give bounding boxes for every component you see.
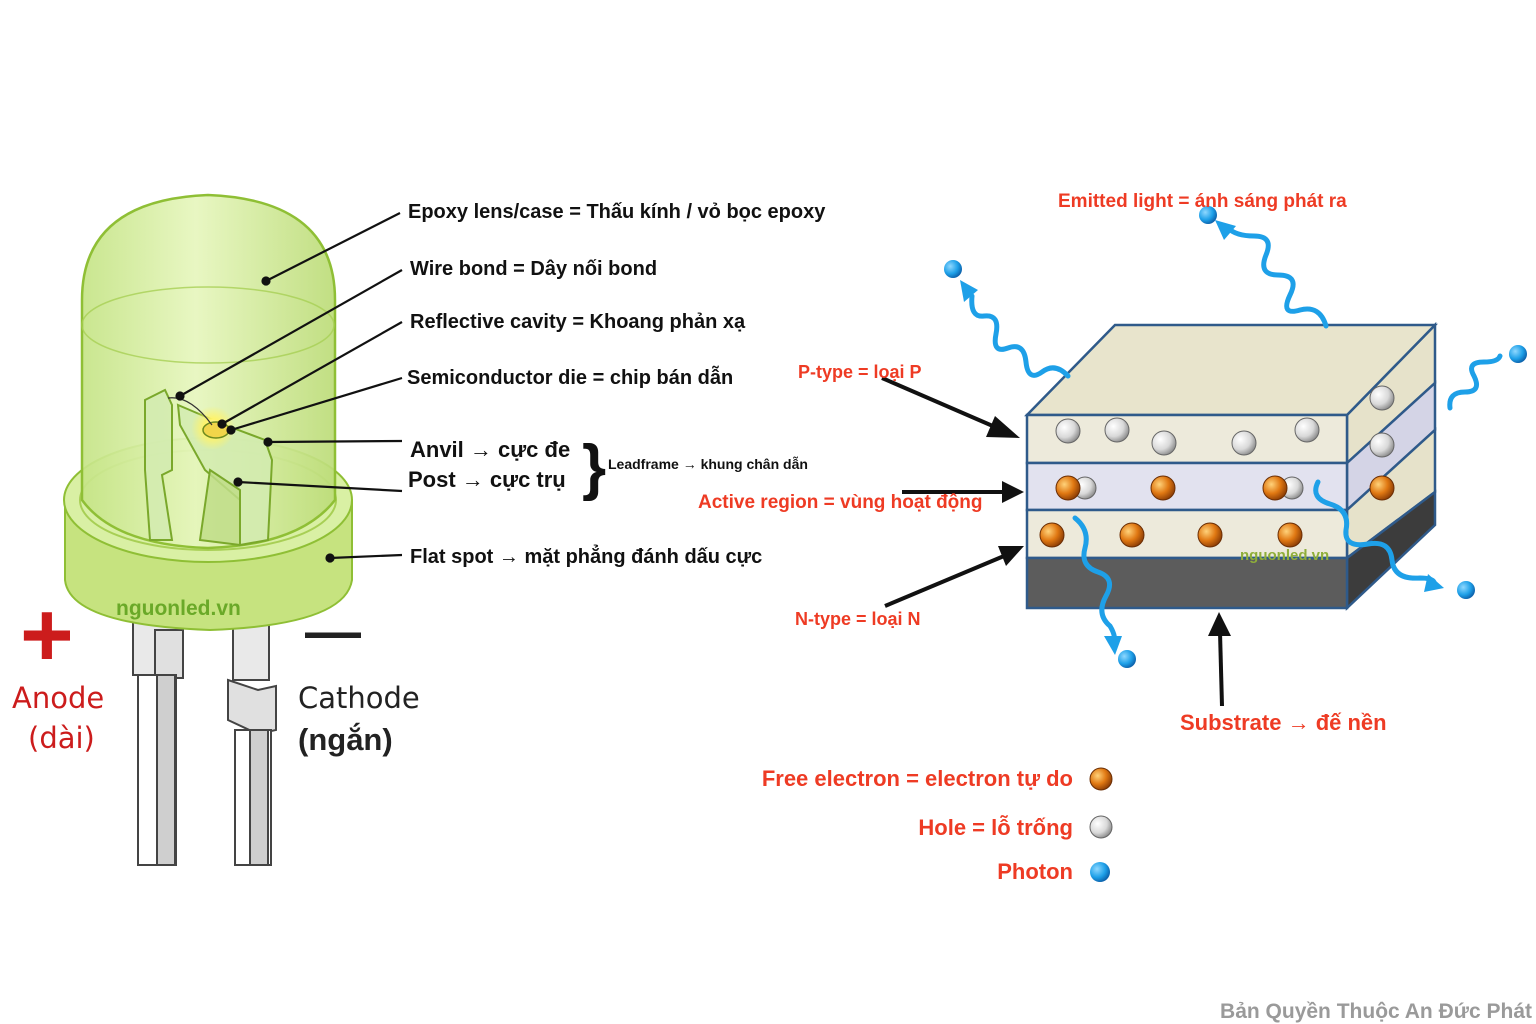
label-wire-bond: Wire bond = Dây nối bond xyxy=(410,258,657,280)
p-type-layer xyxy=(1025,413,1349,465)
chip-cross-section: Emitted light = ánh sáng phát ra P-type … xyxy=(698,191,1527,735)
photon-icon xyxy=(1118,650,1136,668)
legend: Free electron = electron tự do Hole = lỗ… xyxy=(762,766,1113,884)
anode-lead xyxy=(132,599,184,866)
label-semiconductor-die: Semiconductor die = chip bán dẫn xyxy=(407,365,733,389)
label-emitted-light: Emitted light = ánh sáng phát ra xyxy=(1058,191,1347,212)
anode-title: Anode xyxy=(12,681,104,715)
anvil-inner xyxy=(198,468,241,547)
dome-inner-ellipse xyxy=(81,286,335,364)
label-epoxy: Epoxy lens/case = Thấu kính / vỏ bọc epo… xyxy=(408,201,826,223)
cathode-sign: — xyxy=(305,599,361,662)
cathode-lead xyxy=(227,599,277,866)
label-anvil: Anvil → cực đe xyxy=(410,437,570,462)
label-flat-spot: Flat spot → mặt phẳng đánh dấu cực xyxy=(410,544,762,568)
hole-icon xyxy=(1104,417,1130,443)
cathode-title: Cathode xyxy=(298,681,420,715)
hole-icon xyxy=(1369,432,1395,458)
label-reflective-cavity: Reflective cavity = Khoang phản xạ xyxy=(410,311,746,333)
hole-icon xyxy=(1294,417,1320,443)
hole-icon xyxy=(1151,430,1177,456)
electrons xyxy=(1039,475,1395,548)
photon-icon xyxy=(1199,206,1217,224)
led-package: Epoxy lens/case = Thấu kính / vỏ bọc epo… xyxy=(12,193,826,866)
photon-icon xyxy=(944,260,962,278)
electron-icon xyxy=(1119,522,1145,548)
electron-icon xyxy=(1089,767,1113,791)
label-p-type: P-type = loại P xyxy=(798,362,922,382)
chip-pointer-arrows xyxy=(881,376,1231,707)
substrate-layer xyxy=(1025,556,1349,610)
leadframe-brace: } xyxy=(582,433,606,502)
electron-icon xyxy=(1369,475,1395,501)
hole-icon xyxy=(1055,418,1081,444)
hole-icon xyxy=(1231,430,1257,456)
label-active-region: Active region = vùng hoạt động xyxy=(698,492,983,513)
photon-icon xyxy=(1090,862,1110,882)
led-watermark: nguonled.vn xyxy=(116,597,241,620)
hole-icon xyxy=(1369,385,1395,411)
photon-arrowheads xyxy=(960,220,1444,655)
copyright-watermark: Bản Quyền Thuộc An Đức Phát xyxy=(1220,1000,1532,1023)
emitted-photons xyxy=(944,206,1527,668)
hole-icon xyxy=(1089,815,1113,839)
photon-icon xyxy=(1457,581,1475,599)
electron-icon xyxy=(1055,475,1081,501)
electron-icon xyxy=(1039,522,1065,548)
label-substrate: Substrate → đế nền xyxy=(1180,710,1387,735)
post xyxy=(144,388,174,541)
legend-hole-label: Hole = lỗ trống xyxy=(918,815,1073,840)
chip-watermark: nguonled.vn xyxy=(1240,547,1329,564)
label-post: Post → cực trụ xyxy=(408,467,566,492)
photon-icon xyxy=(1509,345,1527,363)
led-pointer-lines xyxy=(175,212,403,563)
electron-icon xyxy=(1277,522,1303,548)
photon-waves xyxy=(969,225,1503,645)
electron-icon xyxy=(1197,522,1223,548)
legend-photon-label: Photon xyxy=(997,859,1073,884)
cathode-note: (ngắn) xyxy=(298,721,393,757)
anode-note: (dài) xyxy=(28,721,95,755)
electron-icon xyxy=(1150,475,1176,501)
electron-icon xyxy=(1262,475,1288,501)
legend-electron-label: Free electron = electron tự do xyxy=(762,766,1073,791)
wire-bond xyxy=(167,397,213,426)
label-n-type: N-type = loại N xyxy=(795,609,921,629)
anode-sign: + xyxy=(20,584,74,686)
label-leadframe: Leadframe → khung chân dẫn xyxy=(608,456,808,472)
